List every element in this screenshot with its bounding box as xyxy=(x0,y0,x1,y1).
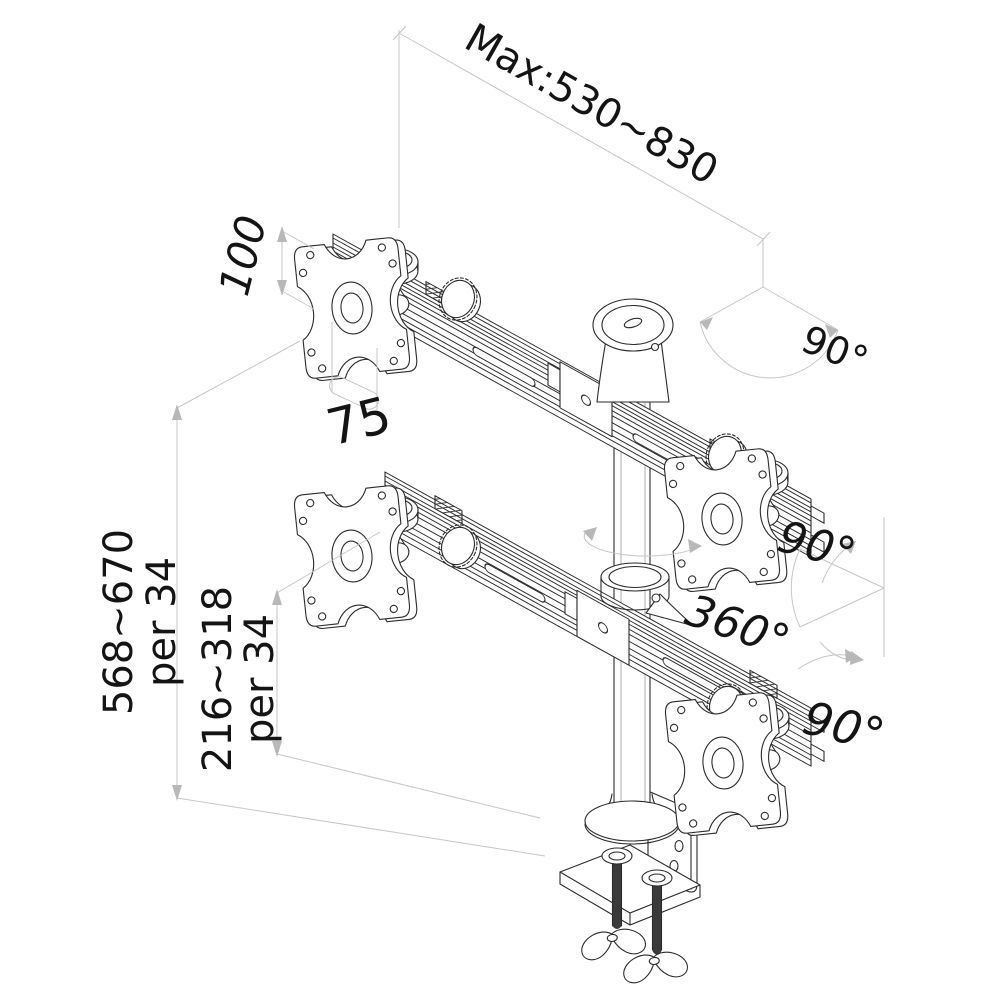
clamp-base-disc xyxy=(584,793,680,845)
dim-vesa-75-label: 75 xyxy=(321,386,397,458)
annotation-arrowheads xyxy=(172,226,864,801)
dim-column-height-label: 568~670 xyxy=(96,529,142,715)
pole-top-disc xyxy=(592,298,674,403)
pole-collar xyxy=(600,562,695,627)
rot-90-top-label: 90° xyxy=(795,317,874,383)
dim-lower-step-label: per 34 xyxy=(237,614,283,744)
dim-lower-height-label: 216~318 xyxy=(195,586,241,772)
dim-max-width-label: Max:530~830 xyxy=(457,15,725,194)
wing-knob-2 xyxy=(620,948,690,985)
labels: Max:530~830 100 75 568~670 per 34 216~31… xyxy=(96,15,890,772)
vesa-station-lower-right xyxy=(663,677,790,838)
clamp-screw-2 xyxy=(641,869,673,955)
wing-knob-1 xyxy=(578,925,648,962)
mount-drawing xyxy=(292,233,825,985)
clamp-screw-1 xyxy=(601,847,633,931)
dim-vesa-100-label: 100 xyxy=(209,211,276,301)
vesa-station-lower-left xyxy=(292,483,487,631)
dim-column-step-label: per 34 xyxy=(139,557,185,687)
